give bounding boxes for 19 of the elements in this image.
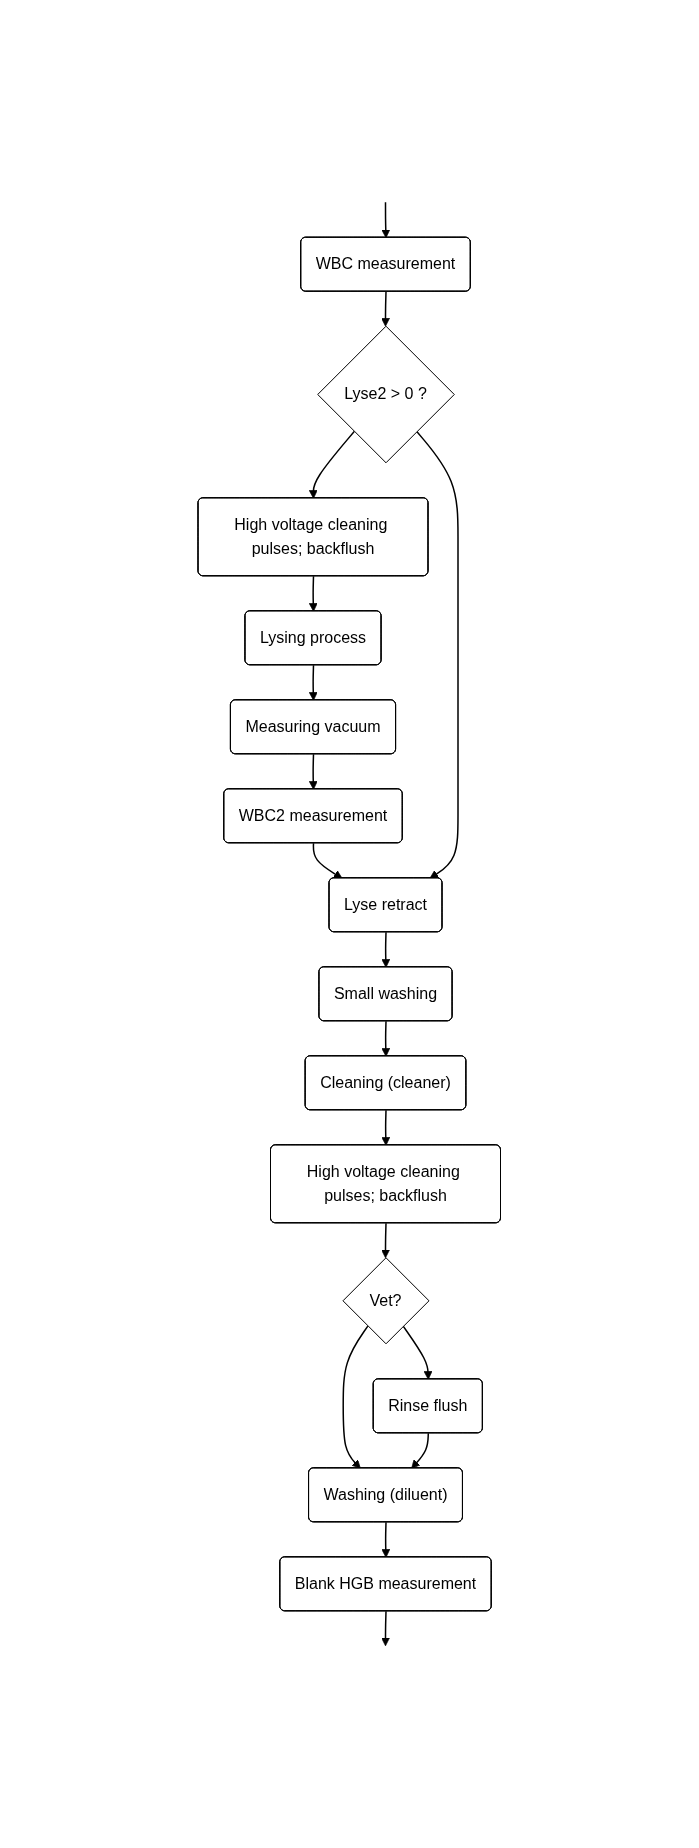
arrow [381,1109,391,1146]
arrow [309,753,318,790]
node-diamond: Vet? [342,1257,430,1345]
arrow [309,664,318,701]
node-diamond: Lyse2 > 0 ? [317,325,456,464]
arrow [342,1325,369,1469]
arrow [381,931,391,968]
arrow [381,1521,391,1558]
arrow [381,1610,391,1647]
arrow [309,575,318,612]
arrow [402,1325,433,1380]
arrow [381,201,391,239]
arrow [381,290,391,327]
arrow [381,1020,391,1057]
arrow [309,430,356,499]
arrow [411,1432,430,1469]
arrow [416,430,459,879]
arrow [312,842,343,879]
arrow [381,1222,391,1259]
